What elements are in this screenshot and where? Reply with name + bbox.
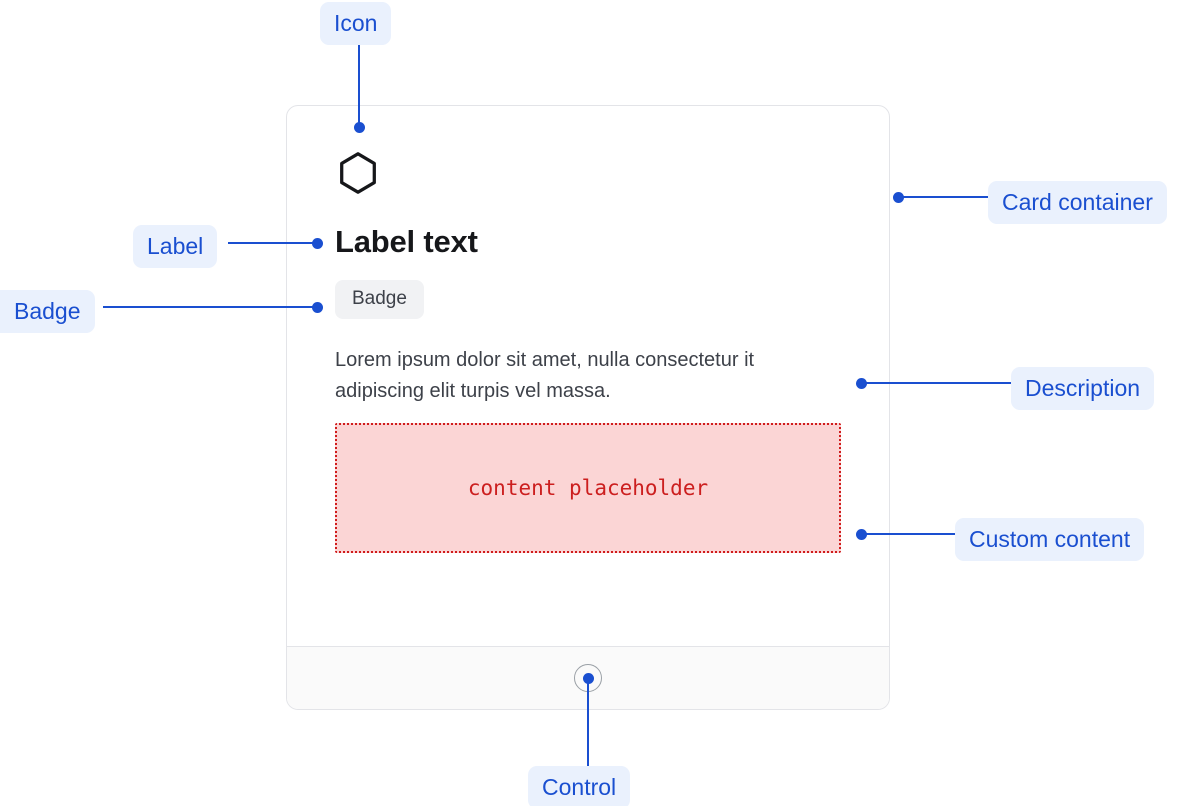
annotation-label-label: Label <box>133 225 218 268</box>
custom-content-placeholder-text: content placeholder <box>467 475 709 500</box>
annotation-leader-description <box>861 382 1013 384</box>
custom-content-slot: content placeholder <box>335 422 841 553</box>
annotation-label-control: Control <box>528 766 631 806</box>
annotation-dot-description <box>855 377 867 389</box>
annotation-leader-control <box>587 678 589 766</box>
card-body: Label text Badge Lorem ipsum dolor sit a… <box>287 106 889 646</box>
card-description: Lorem ipsum dolor sit amet, nulla consec… <box>335 348 755 402</box>
annotation-leader-badge <box>103 306 317 308</box>
annotation-dot-icon <box>353 121 365 133</box>
annotation-dot-label <box>311 237 323 249</box>
annotation-dot-card-container <box>892 191 904 203</box>
annotation-label-card-container: Card container <box>988 181 1167 224</box>
annotation-label-description: Description <box>1011 367 1155 410</box>
annotation-label-custom-content: Custom content <box>955 518 1145 561</box>
annotation-dot-custom-content <box>855 528 867 540</box>
annotation-label-badge: Badge <box>0 290 95 333</box>
hexagon-icon <box>335 150 841 196</box>
card-title: Label text <box>335 224 478 259</box>
annotation-leader-icon <box>358 45 360 127</box>
annotation-leader-label <box>228 242 317 244</box>
card-container[interactable]: Label text Badge Lorem ipsum dolor sit a… <box>286 105 890 710</box>
annotation-dot-control <box>582 672 594 684</box>
annotation-label-icon: Icon <box>320 2 392 45</box>
annotation-leader-card-container <box>898 196 990 198</box>
annotation-leader-custom-content <box>861 533 957 535</box>
card-badge: Badge <box>335 279 424 319</box>
annotation-dot-badge <box>311 301 323 313</box>
